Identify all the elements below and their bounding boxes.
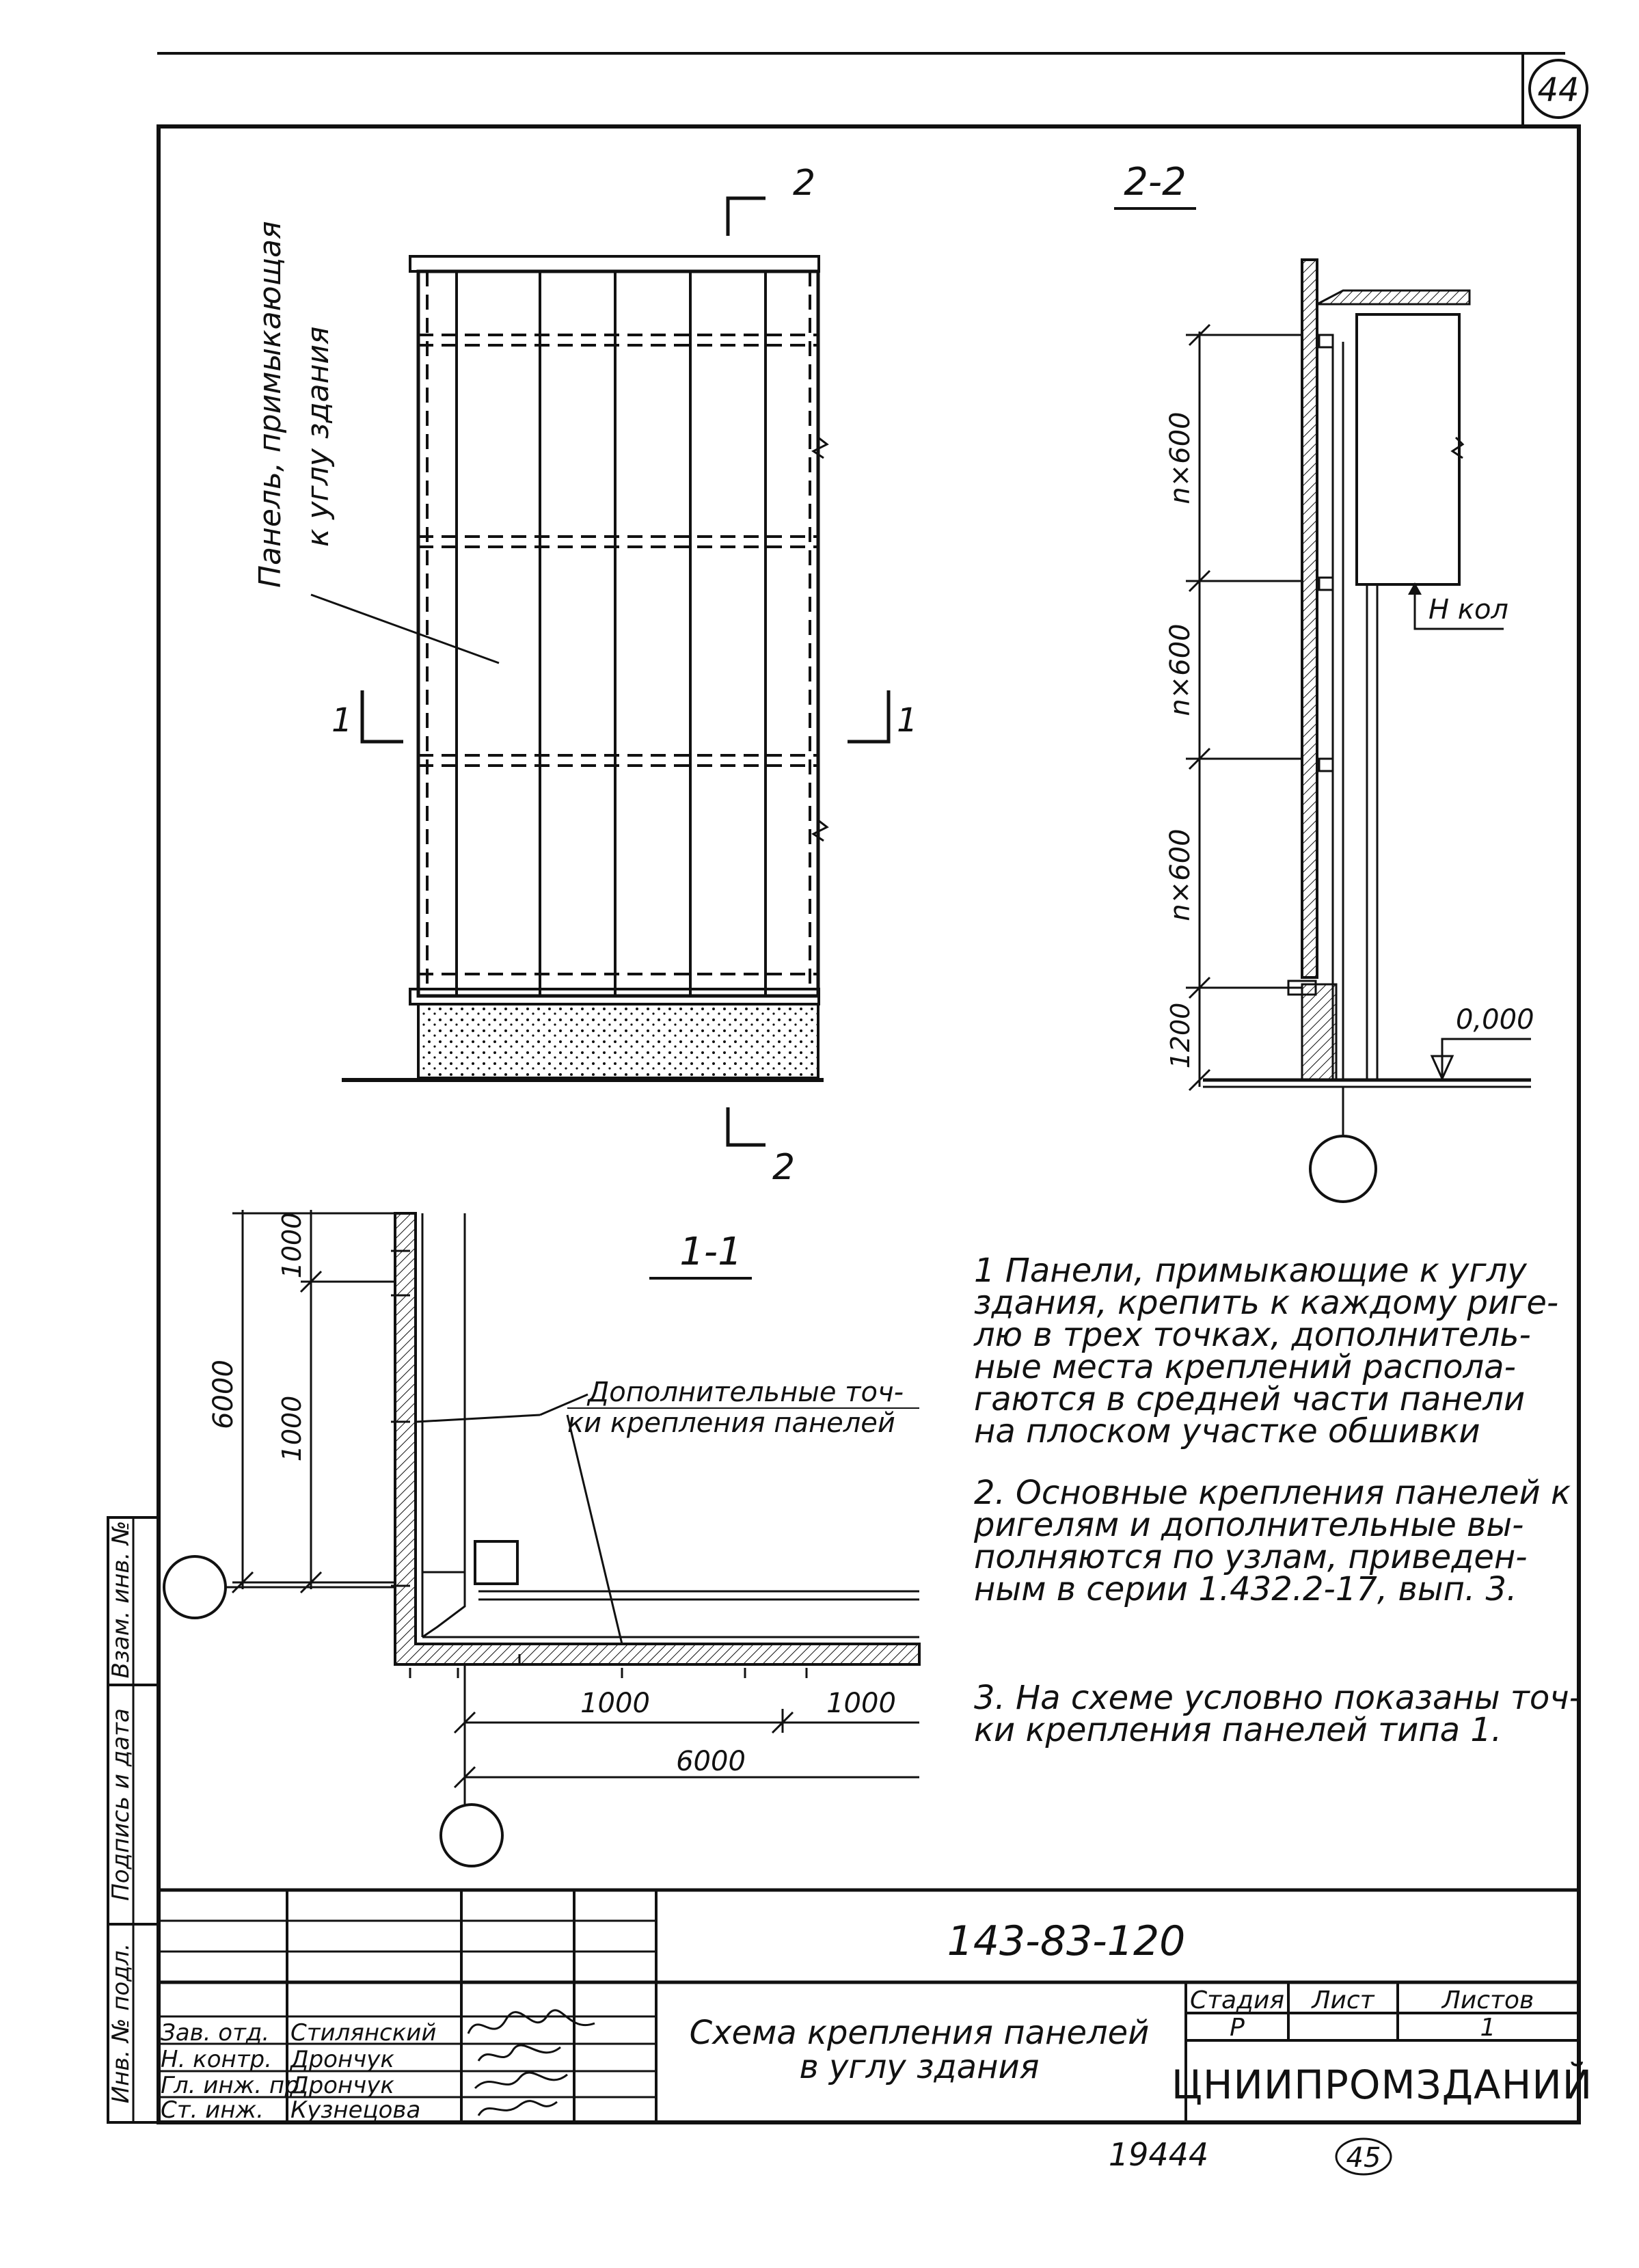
callout-line2: ки крепления панелей — [567, 1407, 895, 1439]
page-number-mark: 44 — [1528, 59, 1588, 119]
notes-block: 1 Панели, примыкающие к углу здания, кре… — [973, 1252, 1581, 1749]
panel-label-line2: к углу здания — [301, 327, 336, 547]
sig-role-3: Гл. инж. пр. — [161, 2072, 306, 2099]
sheet-frame — [157, 52, 1581, 2124]
side-stamp: Взам. инв. № Подпись и дата Инв. № подл. — [107, 1516, 160, 2124]
title-line-1: Схема крепления панелей — [690, 2014, 1150, 2052]
dim-h-1000-right: 1000 — [826, 1688, 896, 1719]
stamp-inv-orig: Инв. № подл. — [107, 1943, 135, 2104]
stamp-replace-inv: Взам. инв. № — [107, 1521, 135, 1679]
dim-n600-3: n×600 — [1165, 828, 1196, 921]
section-1-label-left: 1 — [331, 701, 353, 740]
note-1-line-1: 1 Панели, примыкающие к углу — [974, 1252, 1527, 1290]
sig-role-2: Н. контр. — [161, 2046, 272, 2073]
page-number: 44 — [1537, 71, 1579, 109]
sig-name-1: Стилянский — [290, 2019, 436, 2047]
section-mark-1-1: 1 1 — [331, 690, 918, 744]
note-2-line-1: 2. Основные крепления панелей к — [974, 1474, 1571, 1512]
dim-n600-2: n×600 — [1165, 623, 1196, 716]
archive-number: 19444 — [1109, 2136, 1208, 2173]
axis-bubble-2-2 — [1309, 1135, 1377, 1203]
note-1-line-2: здания, крепить к каждому риге- — [974, 1284, 1558, 1322]
bottom-page-number: 45 — [1346, 2142, 1381, 2174]
section-1-1: 1-1 Дополнительные точ- ки креп — [163, 1210, 921, 1867]
section-1-1-title: 1-1 — [679, 1230, 742, 1274]
callout-line1: Дополнительные точ- — [586, 1377, 904, 1408]
section-1-label-right: 1 — [897, 701, 918, 740]
sig-role-4: Ст. инж. — [161, 2096, 264, 2124]
note-2-line-3: полняются по узлам, приведен- — [974, 1538, 1528, 1576]
section-2-label-top: 2 — [793, 163, 815, 204]
note-1-line-3: лю в трех точках, дополнитель- — [973, 1316, 1531, 1354]
section-2-2-title: 2-2 — [1124, 160, 1186, 204]
sheet-header: Лист — [1310, 1986, 1374, 2014]
sig-name-3: Дрончук — [289, 2072, 394, 2099]
elevation-view: Панель, примыкающая к углу здания 1 1 2 … — [253, 163, 918, 1188]
title-block: 143-83-120 Схема крепления панелей в угл… — [159, 1888, 1593, 2124]
level-label: H кол — [1428, 594, 1508, 625]
note-1-line-6: на плоском участке обшивки — [974, 1412, 1480, 1450]
panel-label-line1: Панель, примыкающая — [253, 221, 288, 588]
axis-bubble-1-1-left — [163, 1555, 227, 1619]
dim-n600-1: n×600 — [1165, 411, 1196, 504]
zero-mark: 0,000 — [1456, 1004, 1534, 1036]
sig-role-1: Зав. отд. — [161, 2019, 269, 2047]
note-1-line-4: ные места креплений распола- — [974, 1348, 1516, 1386]
section-2-label-bottom: 2 — [772, 1147, 795, 1188]
note-2-line-4: ным в серии 1.432.2-17, вып. 3. — [974, 1570, 1517, 1608]
note-1-line-5: гаются в средней части панели — [974, 1380, 1525, 1418]
sig-name-2: Дрончук — [289, 2046, 394, 2073]
dim-v-1000-top: 1000 — [277, 1213, 307, 1279]
section-mark-2-2: 2 2 — [726, 163, 815, 1188]
section-2-2: 2-2 — [1114, 160, 1534, 1203]
stamp-sign-date: Подпись и дата — [107, 1708, 135, 1901]
organization: ЦНИИПРОМЗДАНИЙ — [1171, 2061, 1593, 2108]
bottom-page-mark: 45 — [1335, 2137, 1392, 2176]
title-line-2: в углу здания — [799, 2048, 1039, 2086]
sheets-header: Листов — [1441, 1986, 1534, 2014]
dim-v-6000: 6000 — [208, 1360, 239, 1429]
note-2-line-2: ригелям и дополнительные вы- — [973, 1506, 1524, 1544]
dim-1200: 1200 — [1165, 1003, 1195, 1069]
sheets-value: 1 — [1480, 2014, 1496, 2042]
dim-h-1000-left: 1000 — [580, 1688, 650, 1719]
dim-h-6000: 6000 — [676, 1746, 746, 1777]
note-3-line-1: 3. На схеме условно показаны точ- — [974, 1679, 1581, 1717]
note-3-line-2: ки крепления панелей типа 1. — [974, 1711, 1502, 1749]
stage-value: Р — [1230, 2014, 1245, 2042]
axis-bubble-1-1-bottom — [439, 1803, 504, 1867]
dim-v-1000-mid: 1000 — [277, 1396, 307, 1462]
handwritten-signatures — [467, 2009, 595, 2116]
stage-header: Стадия — [1190, 1986, 1284, 2014]
sig-name-4: Кузнецова — [290, 2096, 420, 2124]
doc-code: 143-83-120 — [947, 1917, 1186, 1965]
